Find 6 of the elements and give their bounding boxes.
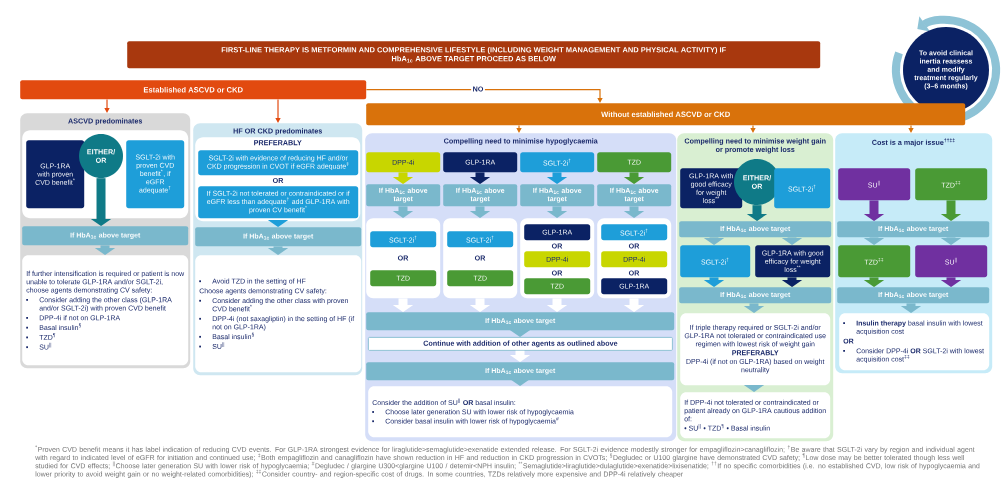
arrow	[365, 89, 603, 103]
arrow	[750, 124, 756, 133]
arrow	[104, 98, 110, 113]
arrow	[275, 98, 281, 123]
arrow	[908, 124, 914, 133]
arrow	[516, 124, 522, 133]
